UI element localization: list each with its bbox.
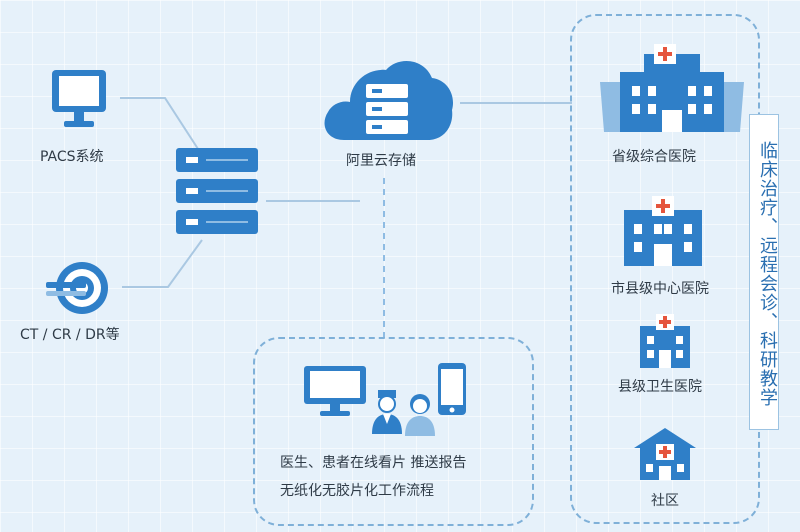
bottom-caption-line2: 无纸化无胶片化工作流程 [280, 483, 434, 499]
pacs-label: PACS系统 [40, 149, 104, 165]
application-banner: 临床治疗、远程会诊、科研教学 [749, 114, 779, 430]
ct-label: CT / CR / DR等 [20, 327, 120, 343]
monitor-icon [52, 70, 106, 127]
county-hospital-label: 县级卫生医院 [618, 379, 702, 395]
server-rack-icon [176, 148, 258, 234]
bottom-caption-line1: 医生、患者在线看片 推送报告 [280, 455, 467, 471]
hospital-icon [634, 428, 696, 480]
scanner-icon [46, 262, 108, 314]
line-pacs-to-server [120, 97, 201, 153]
hospital-icon [640, 314, 690, 368]
doctor-icon [372, 390, 402, 434]
cloud-storage-icon [324, 60, 454, 140]
hospital-icon [624, 196, 702, 266]
line-ct-to-server [122, 239, 203, 288]
smartphone-icon [438, 363, 466, 415]
hospital-icon [600, 44, 744, 132]
city-county-hospital-label: 市县级中心医院 [611, 281, 709, 297]
terminal-region [253, 337, 534, 526]
cloud-label: 阿里云存储 [346, 153, 416, 169]
patient-icon [405, 394, 435, 436]
community-label: 社区 [651, 493, 679, 509]
computer-icon [304, 366, 366, 416]
provincial-hospital-label: 省级综合医院 [612, 149, 696, 165]
